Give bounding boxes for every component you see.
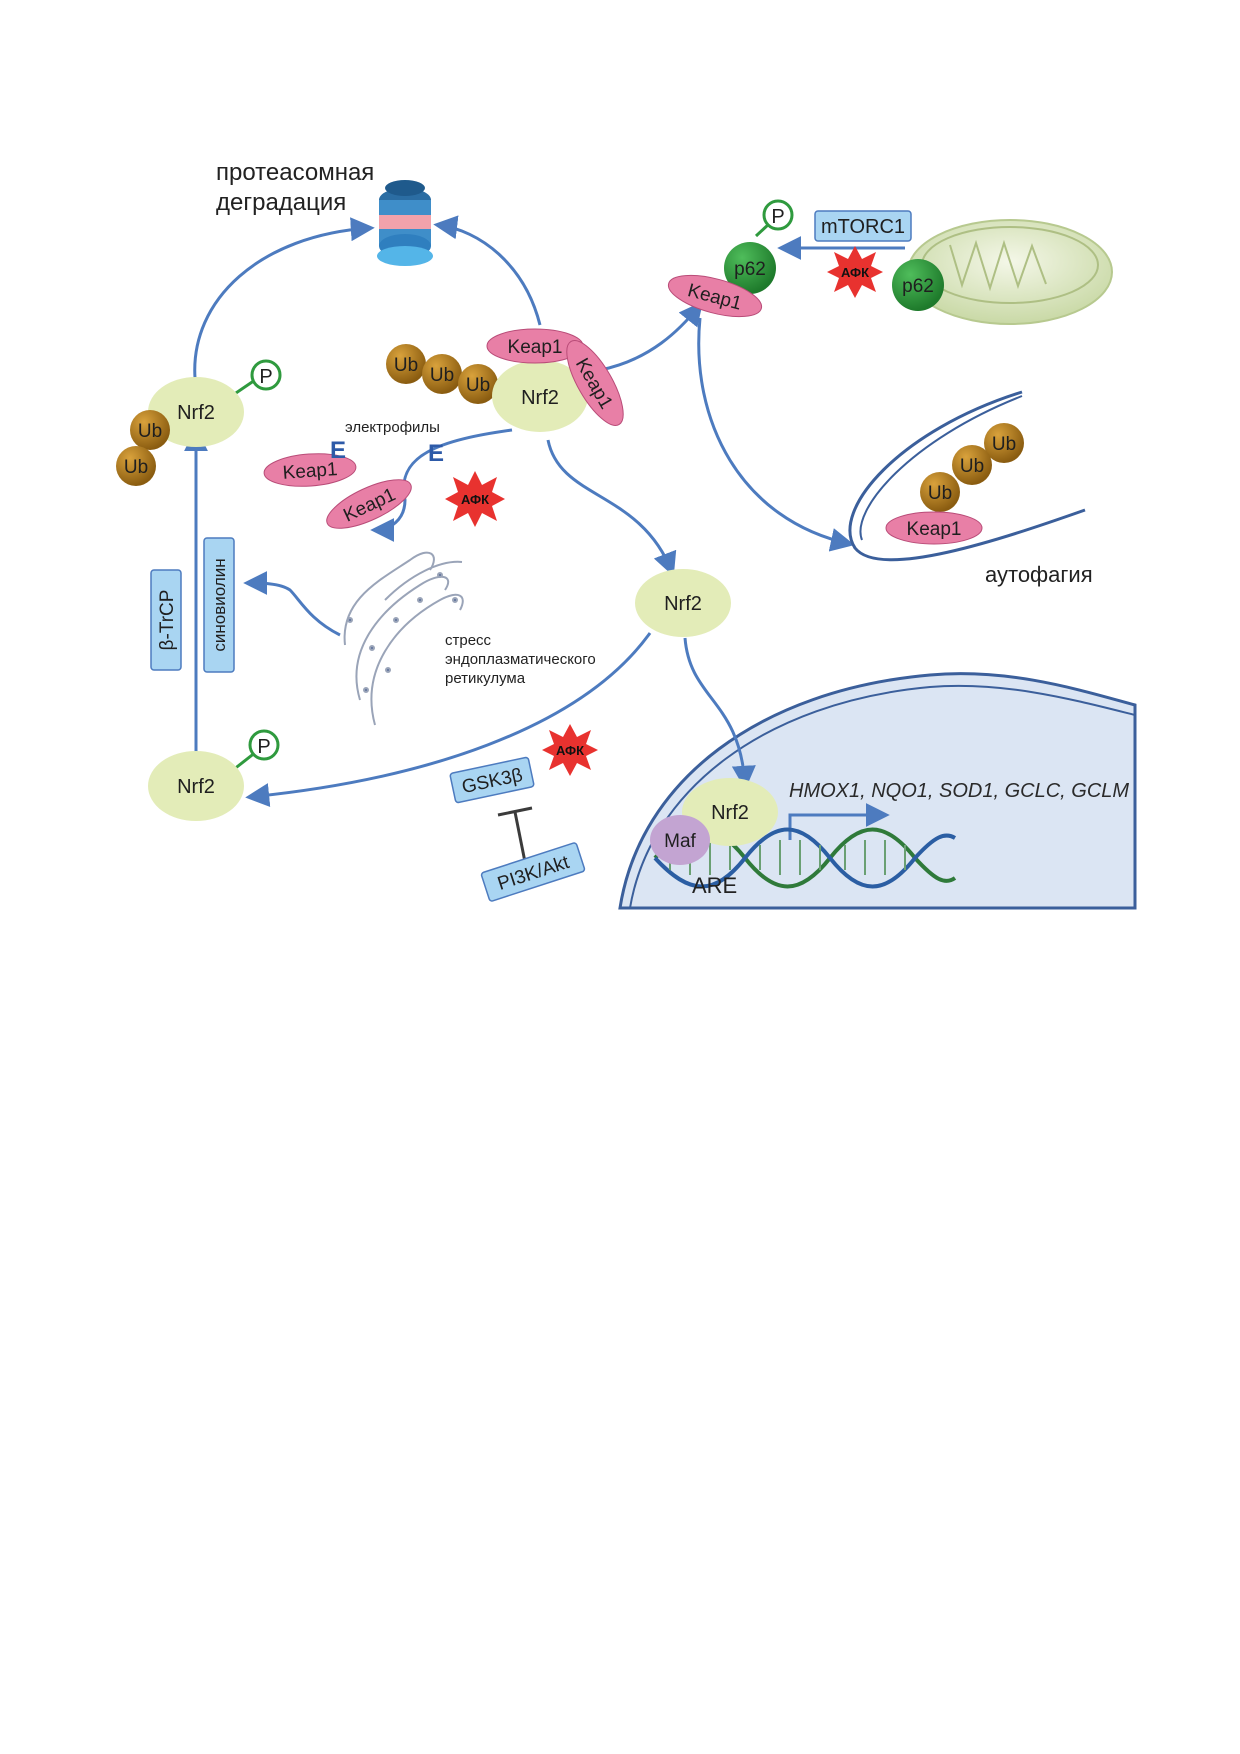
keap1-nrf2-complex: Ub Ub Ub Nrf2 Keap1 Keap1 — [386, 328, 624, 432]
p62-label: p62 — [734, 259, 766, 280]
ub-label: Ub — [992, 434, 1016, 455]
synoviolin-box: синовиолин — [203, 537, 235, 673]
keap1-label: Keap1 — [282, 459, 338, 484]
synoviolin-label: синовиолин — [210, 558, 229, 651]
ub-node — [422, 354, 462, 394]
ub-label: Ub — [430, 365, 454, 386]
arrow-nrf2-to-proteasome — [193, 217, 375, 379]
arrow-to-p62-keap1 — [599, 301, 703, 372]
ub-label: Ub — [124, 457, 148, 478]
nrf2-phospho-bottom: P Nrf2 — [148, 729, 280, 821]
ros-label: АФК — [841, 265, 869, 280]
er-stress-label-1: стресс — [445, 632, 492, 649]
phospho-label: P — [259, 366, 272, 388]
arrow-keap1-to-proteasome — [433, 215, 542, 326]
phospho-circle — [762, 199, 794, 231]
maf-label: Maf — [664, 831, 696, 852]
arrow-keap1-to-autophagy — [697, 317, 855, 552]
keap1-node — [263, 453, 357, 487]
nrf2-label: Nrf2 — [664, 593, 702, 615]
maf-node — [650, 815, 710, 865]
proteasome-icon — [377, 180, 433, 266]
electrophile-keap1-group: Keap1 Keap1 E E — [263, 437, 444, 529]
nrf2-node — [492, 360, 588, 432]
ub-label: Ub — [138, 421, 162, 442]
are-label: ARE — [692, 873, 737, 898]
p62-node — [724, 242, 776, 294]
keap1-node — [566, 340, 624, 426]
autophagy-label: аутофагия — [985, 562, 1093, 587]
keap1-node — [326, 479, 412, 529]
nrf2-p-ub-complex: P Nrf2 Ub Ub — [116, 359, 282, 486]
ub-node — [130, 410, 170, 450]
arrow-transcription — [788, 803, 890, 840]
ub-label: Ub — [394, 355, 418, 376]
ros-star: АФК — [542, 724, 598, 776]
keap1-node — [667, 274, 763, 318]
electrophiles-label: электрофилы — [345, 419, 440, 436]
p62-keap1-complex: P p62 Keap1 — [667, 199, 794, 318]
nucleus — [618, 672, 1137, 910]
mtorc1-label: mTORC1 — [821, 216, 905, 238]
electrophile-e-label: E — [428, 440, 444, 467]
nrf2-label: Nrf2 — [711, 802, 749, 824]
electrophile-e-label: E — [330, 437, 346, 464]
arrow-er-to-synoviolin — [243, 571, 341, 637]
phospho-label: P — [771, 206, 784, 228]
keap1-label: Keap1 — [907, 519, 962, 540]
pi3k-box: PI3K/Akt — [480, 842, 586, 902]
pathway-arrows — [184, 215, 905, 840]
proteasome-label-2: деградация — [216, 189, 346, 216]
ub-node — [458, 364, 498, 404]
ros-label: АФК — [461, 492, 489, 507]
keap1-label: Keap1 — [508, 337, 563, 358]
phospho-circle — [248, 729, 280, 761]
arrow-complex-to-nrf2 — [546, 439, 677, 577]
keap1-node — [885, 511, 983, 545]
btrcp-label: β-TrCP — [157, 590, 178, 651]
nrf2-node — [148, 377, 244, 447]
autophagy-cargo: Ub Ub Ub Keap1 — [885, 423, 1024, 545]
proteasome-label-1: протеасомная — [216, 159, 374, 186]
ub-label: Ub — [960, 456, 984, 477]
ub-label: Ub — [928, 483, 952, 504]
nrf2-maf-complex: Nrf2 Maf — [650, 778, 778, 865]
ub-node — [952, 445, 992, 485]
ros-label: АФК — [556, 743, 584, 758]
phospho-label: P — [257, 736, 270, 758]
mtorc1-box: mTORC1 — [814, 210, 912, 242]
ub-node — [920, 472, 960, 512]
nrf2-label: Nrf2 — [177, 402, 215, 424]
ros-star: АФК — [445, 471, 505, 527]
nrf2-free: Nrf2 — [635, 569, 731, 637]
ros-star: АФК — [827, 246, 883, 298]
ub-node — [116, 446, 156, 486]
er-stress-label-3: ретикулума — [445, 670, 526, 687]
btrcp-box: β-TrCP — [150, 569, 182, 671]
arrow-nrf2-to-nucleus — [683, 637, 756, 790]
nrf2-label: Nrf2 — [177, 776, 215, 798]
target-genes-label: HMOX1, NQO1, SOD1, GCLC, GCLM — [789, 780, 1129, 802]
arrow-nrf2-to-nrf2-left — [245, 632, 652, 808]
endoplasmic-reticulum-icon — [343, 551, 464, 726]
p62-node — [892, 259, 944, 311]
gsk3b-box: GSK3β — [449, 756, 535, 804]
autophagosome — [848, 390, 1086, 562]
nrf2-node — [635, 569, 731, 637]
nrf2-label: Nrf2 — [521, 387, 559, 409]
nrf2-node — [148, 751, 244, 821]
p62-mito: p62 — [892, 259, 944, 311]
ub-node — [386, 344, 426, 384]
ub-label: Ub — [466, 375, 490, 396]
er-stress-label-2: эндоплазматического — [445, 651, 596, 668]
p62-label: p62 — [902, 276, 934, 297]
inhibition-link — [497, 806, 533, 863]
phospho-circle — [250, 359, 282, 391]
ub-node — [984, 423, 1024, 463]
